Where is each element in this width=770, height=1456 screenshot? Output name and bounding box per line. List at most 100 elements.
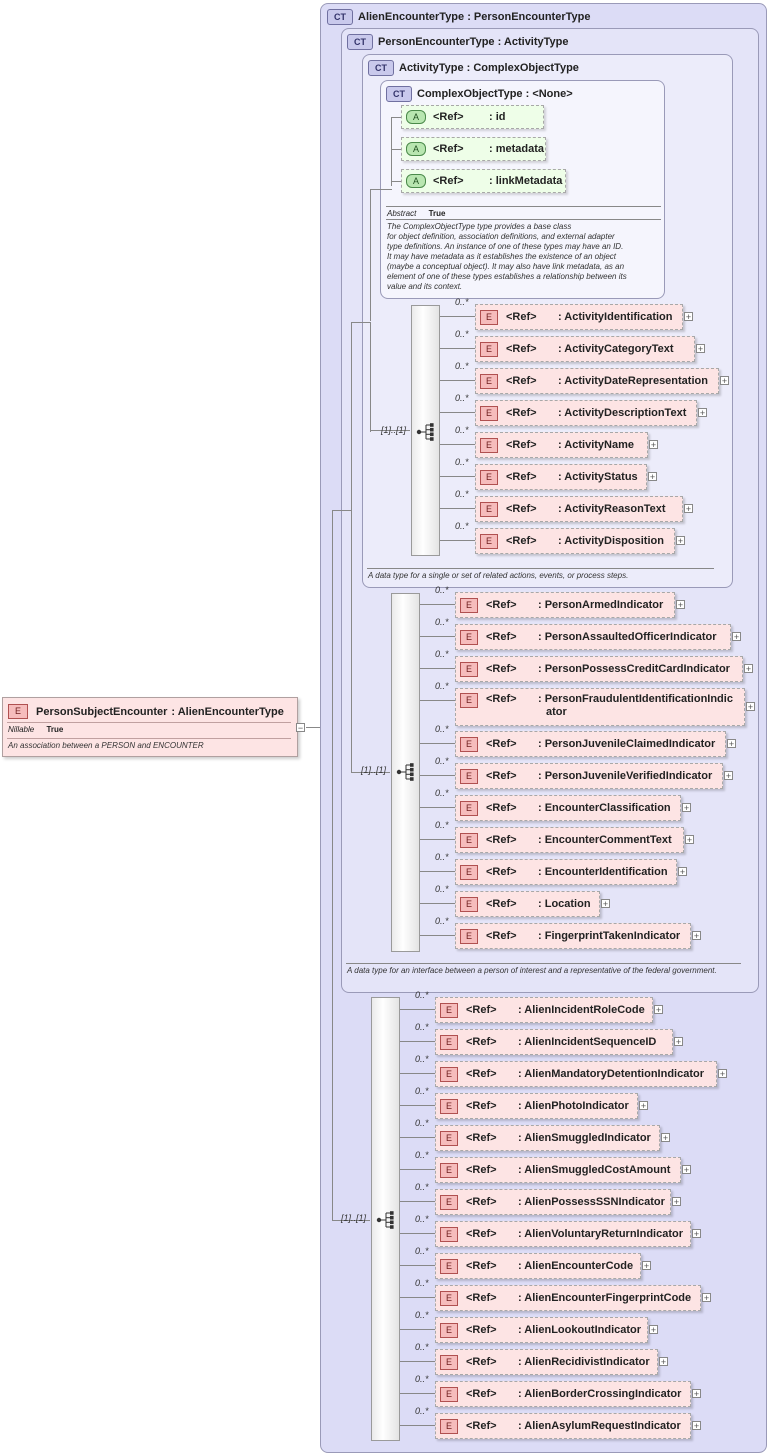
- element-person-assaulted-officer-indicator[interactable]: E<Ref>: PersonAssaultedOfficerIndicator: [455, 624, 731, 650]
- divider: [7, 738, 291, 739]
- expand-toggle[interactable]: +: [698, 408, 707, 418]
- element-alien-lookout-indicator[interactable]: E<Ref>: AlienLookoutIndicator: [435, 1317, 648, 1343]
- element-person-juvenile-verified-indicator[interactable]: E<Ref>: PersonJuvenileVerifiedIndicator: [455, 763, 723, 789]
- expand-toggle[interactable]: +: [727, 739, 736, 749]
- sequence-icon: [416, 423, 434, 441]
- collapse-toggle[interactable]: −: [296, 723, 305, 733]
- expand-toggle[interactable]: +: [692, 1421, 701, 1431]
- connector: [400, 1009, 435, 1010]
- element-alien-incident-sequence-id[interactable]: E<Ref>: AlienIncidentSequenceID: [435, 1029, 673, 1055]
- expand-toggle[interactable]: +: [678, 867, 687, 877]
- element-activity-reason-text[interactable]: E<Ref>: ActivityReasonText: [475, 496, 683, 522]
- expand-toggle[interactable]: +: [682, 803, 691, 813]
- expand-toggle[interactable]: +: [732, 632, 741, 642]
- expand-toggle[interactable]: +: [674, 1037, 683, 1047]
- expand-toggle[interactable]: +: [692, 931, 701, 941]
- element-location[interactable]: E<Ref>: Location: [455, 891, 600, 917]
- element-alien-incident-role-code[interactable]: E<Ref>: AlienIncidentRoleCode: [435, 997, 653, 1023]
- element-alien-asylum-request-indicator[interactable]: E<Ref>: AlienAsylumRequestIndicator: [435, 1413, 691, 1439]
- element-fingerprint-taken-indicator[interactable]: E<Ref>: FingerprintTakenIndicator: [455, 923, 691, 949]
- attribute-linkmetadata[interactable]: A<Ref>: linkMetadata: [401, 169, 566, 193]
- expand-toggle[interactable]: +: [649, 440, 658, 450]
- element-alien-smuggled-indicator[interactable]: E<Ref>: AlienSmuggledIndicator: [435, 1125, 660, 1151]
- element-name: : PersonAssaultedOfficerIndicator: [538, 631, 717, 643]
- expand-toggle[interactable]: +: [649, 1325, 658, 1335]
- element-name: : AlienMandatoryDetentionIndicator: [518, 1068, 704, 1080]
- element-name-line: : PersonFraudulentIdentificationIndic: [538, 693, 733, 705]
- expand-toggle[interactable]: +: [744, 664, 753, 674]
- element-encounter-identification[interactable]: E<Ref>: EncounterIdentification: [455, 859, 677, 885]
- expand-toggle[interactable]: +: [682, 1165, 691, 1175]
- element-activity-identification[interactable]: E<Ref>: ActivityIdentification: [475, 304, 683, 330]
- expand-toggle[interactable]: +: [601, 899, 610, 909]
- expand-toggle[interactable]: +: [720, 376, 729, 386]
- element-alien-smuggled-cost-amount[interactable]: E<Ref>: AlienSmuggledCostAmount: [435, 1157, 681, 1183]
- expand-toggle[interactable]: +: [639, 1101, 648, 1111]
- element-alien-encounter-fingerprint-code[interactable]: E<Ref>: AlienEncounterFingerprintCode: [435, 1285, 701, 1311]
- element-multiplicity: 0..*: [455, 489, 469, 499]
- element-encounter-classification[interactable]: E<Ref>: EncounterClassification: [455, 795, 681, 821]
- element-ref: <Ref>: [486, 631, 517, 643]
- root-element-box[interactable]: E PersonSubjectEncounter : AlienEncounte…: [2, 697, 298, 757]
- element-alien-mandatory-detention-indicator[interactable]: E<Ref>: AlienMandatoryDetentionIndicator: [435, 1061, 717, 1087]
- element-activity-disposition[interactable]: E<Ref>: ActivityDisposition: [475, 528, 675, 554]
- expand-toggle[interactable]: +: [718, 1069, 727, 1079]
- element-ref: <Ref>: [486, 663, 517, 675]
- expand-toggle[interactable]: +: [676, 536, 685, 546]
- expand-toggle[interactable]: +: [642, 1261, 651, 1271]
- expand-toggle[interactable]: +: [659, 1357, 668, 1367]
- expand-toggle[interactable]: +: [702, 1293, 711, 1303]
- element-alien-possess-ssnindicator[interactable]: E<Ref>: AlienPossessSSNIndicator: [435, 1189, 671, 1215]
- element-person-juvenile-claimed-indicator[interactable]: E<Ref>: PersonJuvenileClaimedIndicator: [455, 731, 726, 757]
- element-name: : AlienEncounterFingerprintCode: [518, 1292, 692, 1304]
- element-ref: <Ref>: [506, 407, 537, 419]
- element-alien-encounter-code[interactable]: E<Ref>: AlienEncounterCode: [435, 1253, 641, 1279]
- expand-toggle[interactable]: +: [676, 600, 685, 610]
- element-ref: <Ref>: [466, 1068, 497, 1080]
- element-person-armed-indicator[interactable]: E<Ref>: PersonArmedIndicator: [455, 592, 675, 618]
- attribute-id[interactable]: A<Ref>: id: [401, 105, 544, 129]
- connector: [420, 807, 455, 808]
- element-activity-category-text[interactable]: E<Ref>: ActivityCategoryText: [475, 336, 695, 362]
- element-person-fraudulent-identification-indicator[interactable]: E<Ref>: PersonFraudulentIdentificationIn…: [455, 688, 745, 726]
- element-name: : ActivityStatus: [558, 471, 638, 483]
- element-alien-voluntary-return-indicator[interactable]: E<Ref>: AlienVoluntaryReturnIndicator: [435, 1221, 691, 1247]
- element-ref: <Ref>: [506, 343, 537, 355]
- expand-toggle[interactable]: +: [648, 472, 657, 482]
- element-activity-status[interactable]: E<Ref>: ActivityStatus: [475, 464, 647, 490]
- element-alien-border-crossing-indicator[interactable]: E<Ref>: AlienBorderCrossingIndicator: [435, 1381, 691, 1407]
- element-ref: <Ref>: [486, 834, 517, 846]
- expand-toggle[interactable]: +: [661, 1133, 670, 1143]
- attribute-metadata[interactable]: A<Ref>: metadata: [401, 137, 546, 161]
- expand-toggle[interactable]: +: [692, 1389, 701, 1399]
- element-ref: <Ref>: [506, 503, 537, 515]
- element-name: : ActivityIdentification: [558, 311, 673, 323]
- element-multiplicity: 0..*: [415, 1118, 429, 1128]
- connector: [391, 117, 401, 118]
- expand-toggle[interactable]: +: [685, 835, 694, 845]
- element-alien-recidivist-indicator[interactable]: E<Ref>: AlienRecidivistIndicator: [435, 1349, 658, 1375]
- element-icon: E: [440, 1002, 458, 1018]
- element-icon: E: [440, 1354, 458, 1370]
- element-alien-photo-indicator[interactable]: E<Ref>: AlienPhotoIndicator: [435, 1093, 638, 1119]
- expand-toggle[interactable]: +: [684, 312, 693, 322]
- expand-toggle[interactable]: +: [684, 504, 693, 514]
- element-icon: E: [480, 533, 498, 549]
- element-multiplicity: 0..*: [435, 756, 449, 766]
- attribute-name: : metadata: [489, 143, 545, 155]
- element-name: : AlienPossessSSNIndicator: [518, 1196, 665, 1208]
- expand-toggle[interactable]: +: [672, 1197, 681, 1207]
- connector: [440, 412, 475, 413]
- element-activity-date-representation[interactable]: E<Ref>: ActivityDateRepresentation: [475, 368, 719, 394]
- element-activity-description-text[interactable]: E<Ref>: ActivityDescriptionText: [475, 400, 697, 426]
- expand-toggle[interactable]: +: [724, 771, 733, 781]
- element-activity-name[interactable]: E<Ref>: ActivityName: [475, 432, 648, 458]
- element-ref: <Ref>: [466, 1004, 497, 1016]
- expand-toggle[interactable]: +: [654, 1005, 663, 1015]
- expand-toggle[interactable]: +: [696, 344, 705, 354]
- expand-toggle[interactable]: +: [746, 702, 755, 712]
- element-encounter-comment-text[interactable]: E<Ref>: EncounterCommentText: [455, 827, 684, 853]
- expand-toggle[interactable]: +: [692, 1229, 701, 1239]
- element-name: : AlienRecidivistIndicator: [518, 1356, 650, 1368]
- element-person-possess-credit-card-indicator[interactable]: E<Ref>: PersonPossessCreditCardIndicator: [455, 656, 743, 682]
